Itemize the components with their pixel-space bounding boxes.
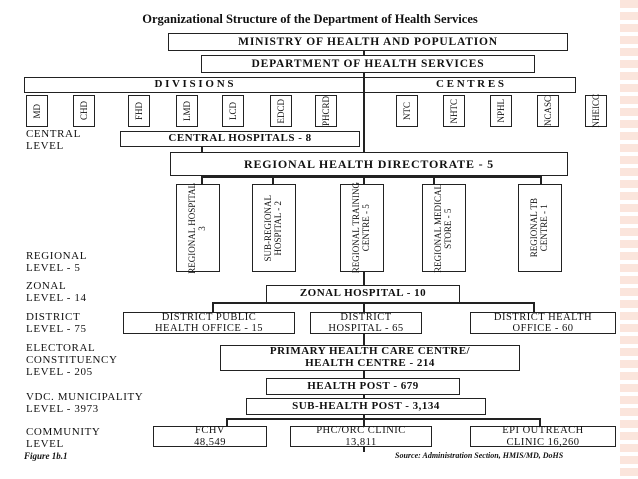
figure-label: Figure 1b.1 <box>24 451 68 461</box>
central-hospitals-box: CENTRAL HOSPITALS - 8 <box>120 131 360 147</box>
district-item-1: DISTRICT PUBLIC HEALTH OFFICE - 15 <box>123 312 295 334</box>
division-edcd-label: EDCD <box>276 98 286 124</box>
ministry-box: MINISTRY OF HEALTH AND POPULATION <box>168 33 568 51</box>
division-lcd-label: LCD <box>228 102 238 120</box>
connector-line <box>533 302 535 312</box>
level-vdc: VDC. MUNICIPALITY LEVEL - 3973 <box>26 391 144 415</box>
zonal-hospital-box: ZONAL HOSPITAL - 10 <box>266 285 460 303</box>
connector-line <box>226 418 540 420</box>
regional-item-2-label: SUB-REGIONAL HOSPITAL - 2 <box>263 194 283 262</box>
division-chd-label: CHD <box>79 101 89 121</box>
connector-line <box>212 302 534 304</box>
centre-nhtc-label: NHTC <box>449 98 459 124</box>
division-md-label: MD <box>32 103 42 119</box>
centre-nheicc: NHEICC <box>585 94 607 128</box>
decorative-stripe <box>620 0 638 479</box>
connector-line <box>540 176 542 184</box>
divisions-header: D I V I S I O N S <box>24 77 364 93</box>
centre-nhtc: NHTC <box>443 95 465 127</box>
regional-item-1-label: REGIONAL HOSPITAL 3 <box>187 182 207 274</box>
community-item-2: PHC/ORC CLINIC 13,811 <box>290 425 432 448</box>
district-item-3: DISTRICT HEALTH OFFICE - 60 <box>470 312 616 334</box>
phc-box: PRIMARY HEALTH CARE CENTRE/ HEALTH CENTR… <box>220 345 520 371</box>
level-central: CENTRAL LEVEL <box>26 128 81 152</box>
centre-nheicc-label: NHEICC <box>591 94 601 128</box>
level-regional: REGIONAL LEVEL - 5 <box>26 250 88 274</box>
centre-nphl: NPHL <box>490 95 512 127</box>
community-item-3: EPI OUTREACH CLINIC 16,260 <box>470 425 616 448</box>
health-post-box: HEALTH POST - 679 <box>266 378 460 395</box>
regional-item-3-label: REGIONAL TRAINING CENTRE - 5 <box>351 182 371 274</box>
centre-nphl-label: NPHL <box>496 99 506 123</box>
division-md: MD <box>26 95 48 127</box>
centres-header: C E N T R E S <box>364 77 576 93</box>
level-community: COMMUNITY LEVEL <box>26 426 101 450</box>
division-lmd-label: LMD <box>182 101 192 121</box>
sub-health-post-box: SUB-HEALTH POST - 3,134 <box>246 398 486 415</box>
centre-ntc-label: NTC <box>402 102 412 120</box>
centre-ncasc-label: NCASC <box>543 96 553 127</box>
chart-title: Organizational Structure of the Departme… <box>142 12 478 26</box>
level-electoral: ELECTORAL CONSTITUENCY LEVEL - 205 <box>26 342 118 378</box>
regional-item-5: REGIONAL TB CENTRE - 1 <box>518 184 562 272</box>
division-lcd: LCD <box>222 95 244 127</box>
connector-line <box>201 176 541 178</box>
regional-item-4: REGIONAL MEDICAL STORE - 5 <box>422 184 466 272</box>
division-chd: CHD <box>73 95 95 127</box>
connector-line <box>272 176 274 184</box>
centre-ntc: NTC <box>396 95 418 127</box>
community-item-1: FCHV 48,549 <box>153 425 267 448</box>
division-phcrd: PHCRD <box>315 95 337 127</box>
regional-item-5-label: REGIONAL TB CENTRE - 1 <box>529 198 549 258</box>
regional-item-4-label: REGIONAL MEDICAL STORE - 5 <box>433 183 453 273</box>
level-district: DISTRICT LEVEL - 75 <box>26 311 87 335</box>
district-item-2: DISTRICT HOSPITAL - 65 <box>310 312 422 334</box>
regional-item-1: REGIONAL HOSPITAL 3 <box>176 182 220 274</box>
connector-line <box>201 176 203 184</box>
division-fhd-label: FHD <box>134 101 144 120</box>
department-box: DEPARTMENT OF HEALTH SERVICES <box>201 55 535 73</box>
connector-line <box>433 176 435 184</box>
regional-directorate-box: REGIONAL HEALTH DIRECTORATE - 5 <box>170 152 568 176</box>
division-lmd: LMD <box>176 95 198 127</box>
level-zonal: ZONAL LEVEL - 14 <box>26 280 87 304</box>
centre-ncasc: NCASC <box>537 95 559 127</box>
connector-line <box>539 418 541 426</box>
regional-item-2: SUB-REGIONAL HOSPITAL - 2 <box>252 184 296 272</box>
division-phcrd-label: PHCRD <box>321 96 331 127</box>
division-edcd: EDCD <box>270 95 292 127</box>
source-note: Source: Administration Section, HMIS/MD,… <box>395 451 564 460</box>
connector-line <box>212 302 214 312</box>
connector-line <box>363 50 365 56</box>
division-fhd: FHD <box>128 95 150 127</box>
regional-item-3: REGIONAL TRAINING CENTRE - 5 <box>340 182 384 274</box>
connector-line <box>226 418 228 426</box>
